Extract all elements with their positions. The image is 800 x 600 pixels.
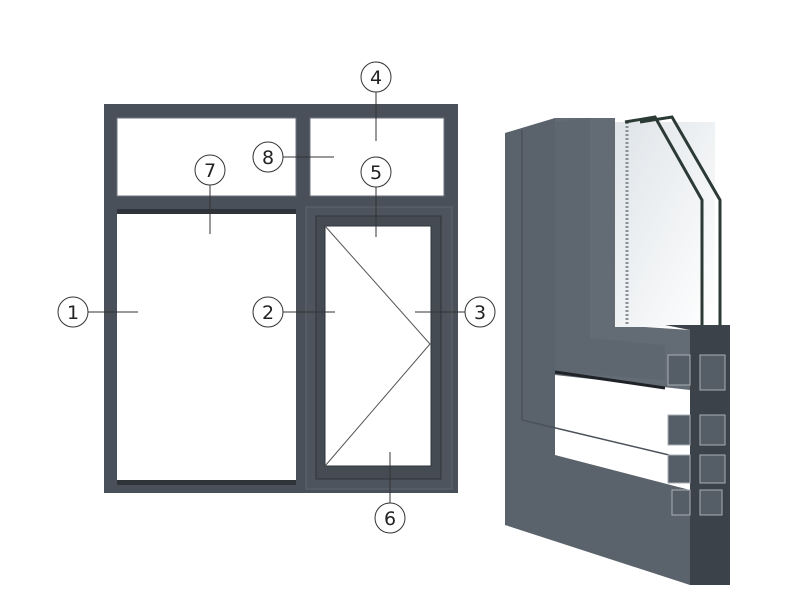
callout-1: 1 <box>57 296 138 328</box>
profile-section-render <box>505 115 730 585</box>
chamber <box>671 489 691 516</box>
callout-label: 1 <box>67 302 79 324</box>
chamber <box>667 454 691 484</box>
callout-8: 8 <box>252 141 334 173</box>
frame-groove <box>521 419 691 461</box>
chamber <box>699 414 726 446</box>
glass-unit <box>615 122 715 327</box>
callout-label: 5 <box>370 162 382 184</box>
callout-5: 5 <box>360 156 392 237</box>
chamber <box>699 354 726 391</box>
chamber <box>667 354 691 386</box>
callout-label: 8 <box>262 147 274 169</box>
callout-4: 4 <box>360 61 392 141</box>
sash-glass <box>324 225 432 467</box>
fixed-pane-bead-top <box>117 209 296 214</box>
callout-7: 7 <box>194 154 226 234</box>
callout-label: 7 <box>204 160 216 182</box>
callout-label: 6 <box>384 508 396 530</box>
callout-2: 2 <box>252 296 335 328</box>
window-elevation <box>104 104 458 493</box>
callout-label: 3 <box>474 302 486 324</box>
chamber <box>667 414 691 446</box>
fixed-pane-glass <box>117 209 296 482</box>
chamber <box>699 454 726 484</box>
glass-edge <box>624 115 704 325</box>
callout-label: 2 <box>262 302 274 324</box>
opening-direction-lines <box>324 225 431 467</box>
callout-3: 3 <box>415 296 496 328</box>
sash-groove <box>554 370 666 390</box>
fixed-pane-bead-bottom <box>117 480 296 485</box>
outer-frame-face <box>505 118 690 585</box>
callout-6: 6 <box>374 452 406 534</box>
callout-label: 4 <box>370 67 382 89</box>
sash-inner-face <box>555 118 665 380</box>
glass-edge <box>639 115 722 325</box>
chamber <box>699 489 723 516</box>
